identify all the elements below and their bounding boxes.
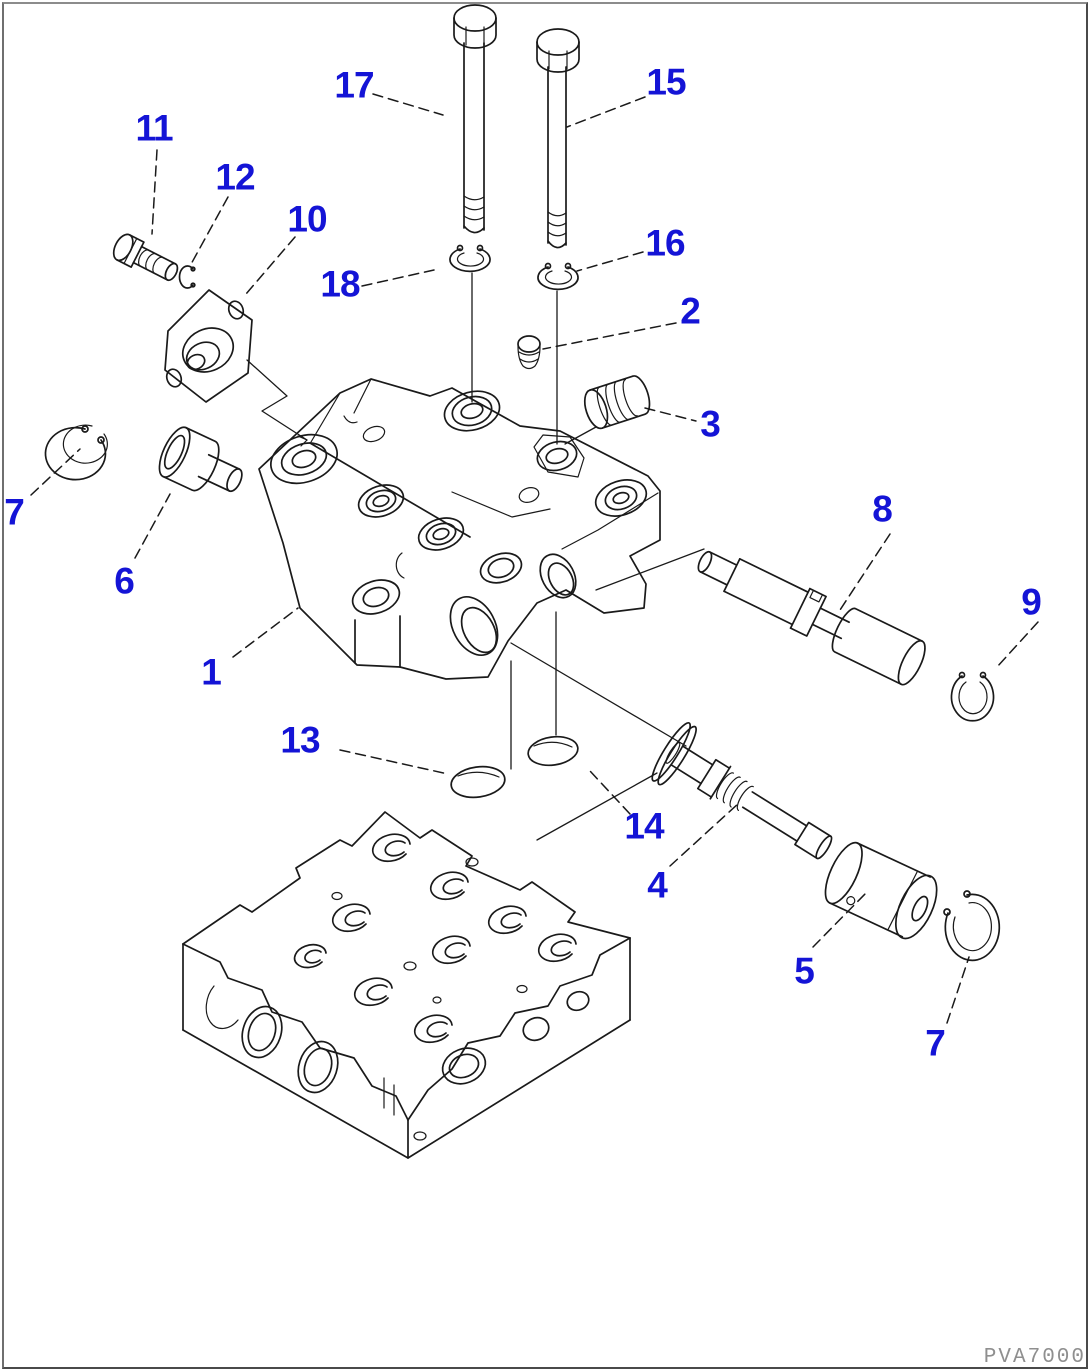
callout-7-bottom: 7 (925, 1022, 946, 1064)
callout-10: 10 (287, 198, 327, 240)
callout-4: 4 (647, 864, 668, 906)
snap-ring-16 (537, 262, 579, 291)
valve-body-lower (182, 811, 631, 1159)
callout-17: 17 (334, 64, 374, 106)
cap-13 (450, 765, 506, 799)
clip-12 (178, 265, 196, 289)
callout-13: 13 (280, 719, 320, 761)
callout-6: 6 (114, 560, 135, 602)
callout-1: 1 (201, 651, 222, 693)
callout-16: 16 (645, 222, 685, 264)
alignment-lines (471, 272, 705, 841)
callout-15: 15 (646, 61, 686, 103)
fitting-11 (112, 233, 179, 282)
cap-14 (527, 735, 579, 767)
snap-ring-7-bottom (943, 890, 1001, 962)
spool-8 (697, 550, 926, 686)
plug-3 (583, 375, 651, 430)
solenoid-5 (824, 841, 938, 940)
callout-8: 8 (872, 488, 893, 530)
bolt-15 (536, 28, 580, 249)
spool-4 (651, 721, 833, 860)
bolt-17 (453, 4, 497, 234)
valve-body-upper (258, 378, 661, 680)
callout-3: 3 (700, 403, 721, 445)
callout-9: 9 (1021, 581, 1042, 623)
callout-18: 18 (320, 263, 360, 305)
callout-11: 11 (135, 107, 173, 149)
callout-2: 2 (680, 290, 701, 332)
leader-lines (30, 93, 1039, 1024)
snap-ring-18 (449, 244, 491, 273)
callout-14: 14 (624, 805, 664, 847)
callout-7-left: 7 (4, 491, 25, 533)
plug-2 (517, 335, 541, 370)
cover-10 (164, 289, 308, 447)
callout-5: 5 (794, 950, 815, 992)
plug-6 (158, 426, 243, 493)
snap-ring-9 (950, 671, 995, 722)
callout-12: 12 (215, 156, 255, 198)
snap-ring-7-left (44, 424, 108, 481)
watermark-text: PVA7000 (983, 1346, 1086, 1369)
